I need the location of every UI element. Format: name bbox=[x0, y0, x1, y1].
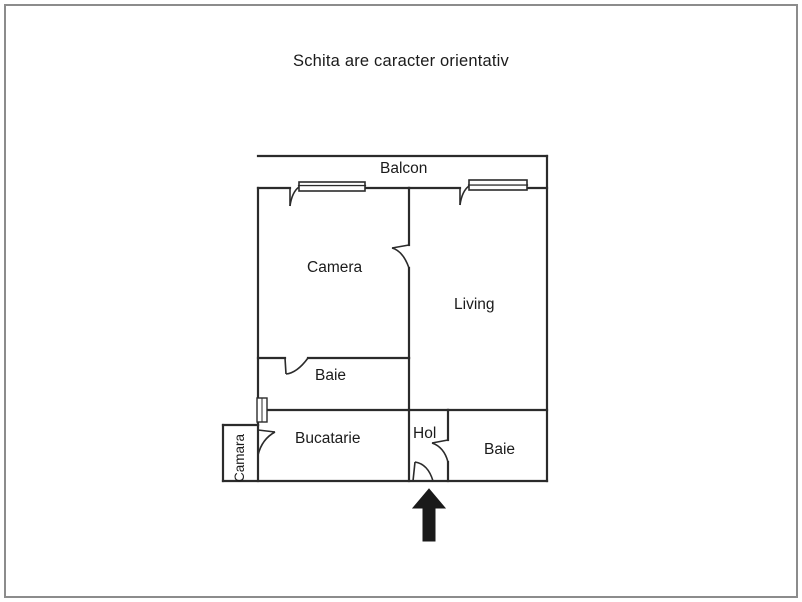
door-leaf-camara bbox=[257, 429, 276, 433]
door-swings bbox=[257, 185, 470, 482]
page-border bbox=[4, 4, 798, 598]
sliding-door-camera-balcony bbox=[298, 181, 366, 192]
door-leaf-entrance bbox=[412, 461, 416, 482]
door-arc-baie-mid bbox=[285, 357, 309, 375]
door-arc-camara bbox=[257, 431, 276, 456]
window-camara bbox=[256, 397, 268, 423]
door-arc-baie-low bbox=[431, 442, 449, 463]
door-leaf-baie-low bbox=[431, 439, 449, 444]
door-arc-camera-living bbox=[391, 247, 410, 269]
page-title: Schita are caracter orientativ bbox=[292, 52, 509, 70]
room-label-hol: Hol bbox=[413, 425, 437, 442]
walls-group bbox=[221, 154, 549, 483]
door-leaf-camera-living bbox=[391, 244, 410, 249]
room-label-living: Living bbox=[454, 296, 495, 313]
door-leaf-baie-mid bbox=[284, 357, 287, 375]
room-label-baie-lower: Baie bbox=[484, 441, 516, 458]
room-label-camara: Camara bbox=[232, 433, 247, 482]
room-label-baie-middle: Baie bbox=[315, 367, 347, 384]
door-arc-entrance bbox=[414, 461, 434, 482]
door-arc-living-balcony bbox=[459, 185, 470, 206]
room-label-camera: Camera bbox=[307, 259, 363, 276]
sliding-door-panels bbox=[297, 179, 529, 192]
room-label-balcon: Balcon bbox=[380, 160, 428, 177]
room-label-bucatarie: Bucatarie bbox=[295, 430, 361, 447]
entrance-arrow bbox=[411, 488, 447, 542]
door-arc-camera-balcony bbox=[289, 186, 300, 207]
